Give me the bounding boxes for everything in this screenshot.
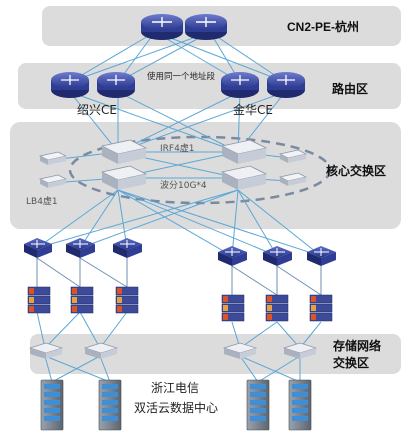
storage-array-3	[246, 379, 270, 431]
storage-switch-left-2	[83, 342, 119, 359]
access-switch-right-2	[263, 246, 292, 266]
pe-zone-label: CN2-PE-杭州	[287, 19, 359, 34]
shared-address-note: 使用同一个地址段	[147, 71, 216, 82]
storage-array-4	[288, 379, 312, 431]
storage-switch-right-1	[222, 342, 258, 359]
router-arrows-icon	[152, 17, 172, 27]
ce-router-shaoxing-1	[51, 72, 89, 98]
pe-router-1	[141, 14, 183, 40]
lb-appliance-left-top	[38, 151, 68, 165]
core-switch-right-top	[220, 139, 268, 164]
ce-label-jinhua: 金华CE	[233, 102, 273, 117]
lb-appliance-right-top	[278, 149, 308, 163]
server-stack-left-2	[70, 286, 94, 314]
server-stack-left-3	[115, 286, 139, 314]
storage-zone-box	[30, 334, 401, 374]
core-switch-left-top	[100, 139, 148, 164]
irf-label: IRF4虚1	[160, 142, 195, 154]
core-switch-left-bottom	[100, 165, 148, 190]
router-arrows-icon	[196, 17, 216, 27]
access-switch-right-1	[218, 246, 247, 266]
storage-array-links	[44, 355, 301, 383]
access-switch-right-3	[307, 246, 336, 266]
access-switch-left-1	[24, 238, 52, 258]
storage-zone-label-line1: 存储网络	[332, 338, 381, 353]
lb-appliance-left-bottom	[38, 174, 68, 188]
server-stack-left-1	[27, 286, 51, 314]
ce-router-jinhua-1	[221, 72, 259, 98]
storage-switch-right-2	[282, 342, 318, 359]
pe-ce-links	[69, 31, 286, 83]
core-access-links	[36, 189, 322, 257]
core-zone-label: 核心交换区	[326, 163, 386, 178]
server-stack-right-2	[265, 294, 289, 322]
pe-router-2	[185, 14, 227, 40]
storage-array-2	[98, 379, 122, 431]
access-server-links	[36, 257, 322, 296]
lb-appliance-right-bottom	[278, 172, 308, 186]
storage-switch-left-1	[28, 342, 64, 359]
lb-label: LB4虚1	[26, 195, 58, 207]
core-cluster-ellipse	[68, 135, 332, 205]
server-stack-right-3	[309, 294, 333, 322]
core-switch-right-bottom	[220, 165, 268, 190]
ce-router-jinhua-2	[267, 72, 305, 98]
routing-zone-label: 路由区	[332, 81, 368, 96]
ce-label-shaoxing: 绍兴CE	[77, 103, 117, 117]
access-switch-left-2	[66, 238, 95, 258]
ce-router-shaoxing-2	[97, 72, 135, 98]
storage-array-1	[40, 379, 64, 431]
access-switch-left-3	[113, 238, 142, 258]
split-label: 波分10G*4	[160, 179, 207, 191]
datacenter-label-line2: 双活云数据中心	[134, 400, 218, 415]
server-storage-links	[36, 311, 322, 349]
server-stack-right-1	[221, 294, 245, 322]
storage-zone-label-line2: 交换区	[333, 355, 369, 370]
datacenter-label-line1: 浙江电信	[151, 381, 199, 395]
